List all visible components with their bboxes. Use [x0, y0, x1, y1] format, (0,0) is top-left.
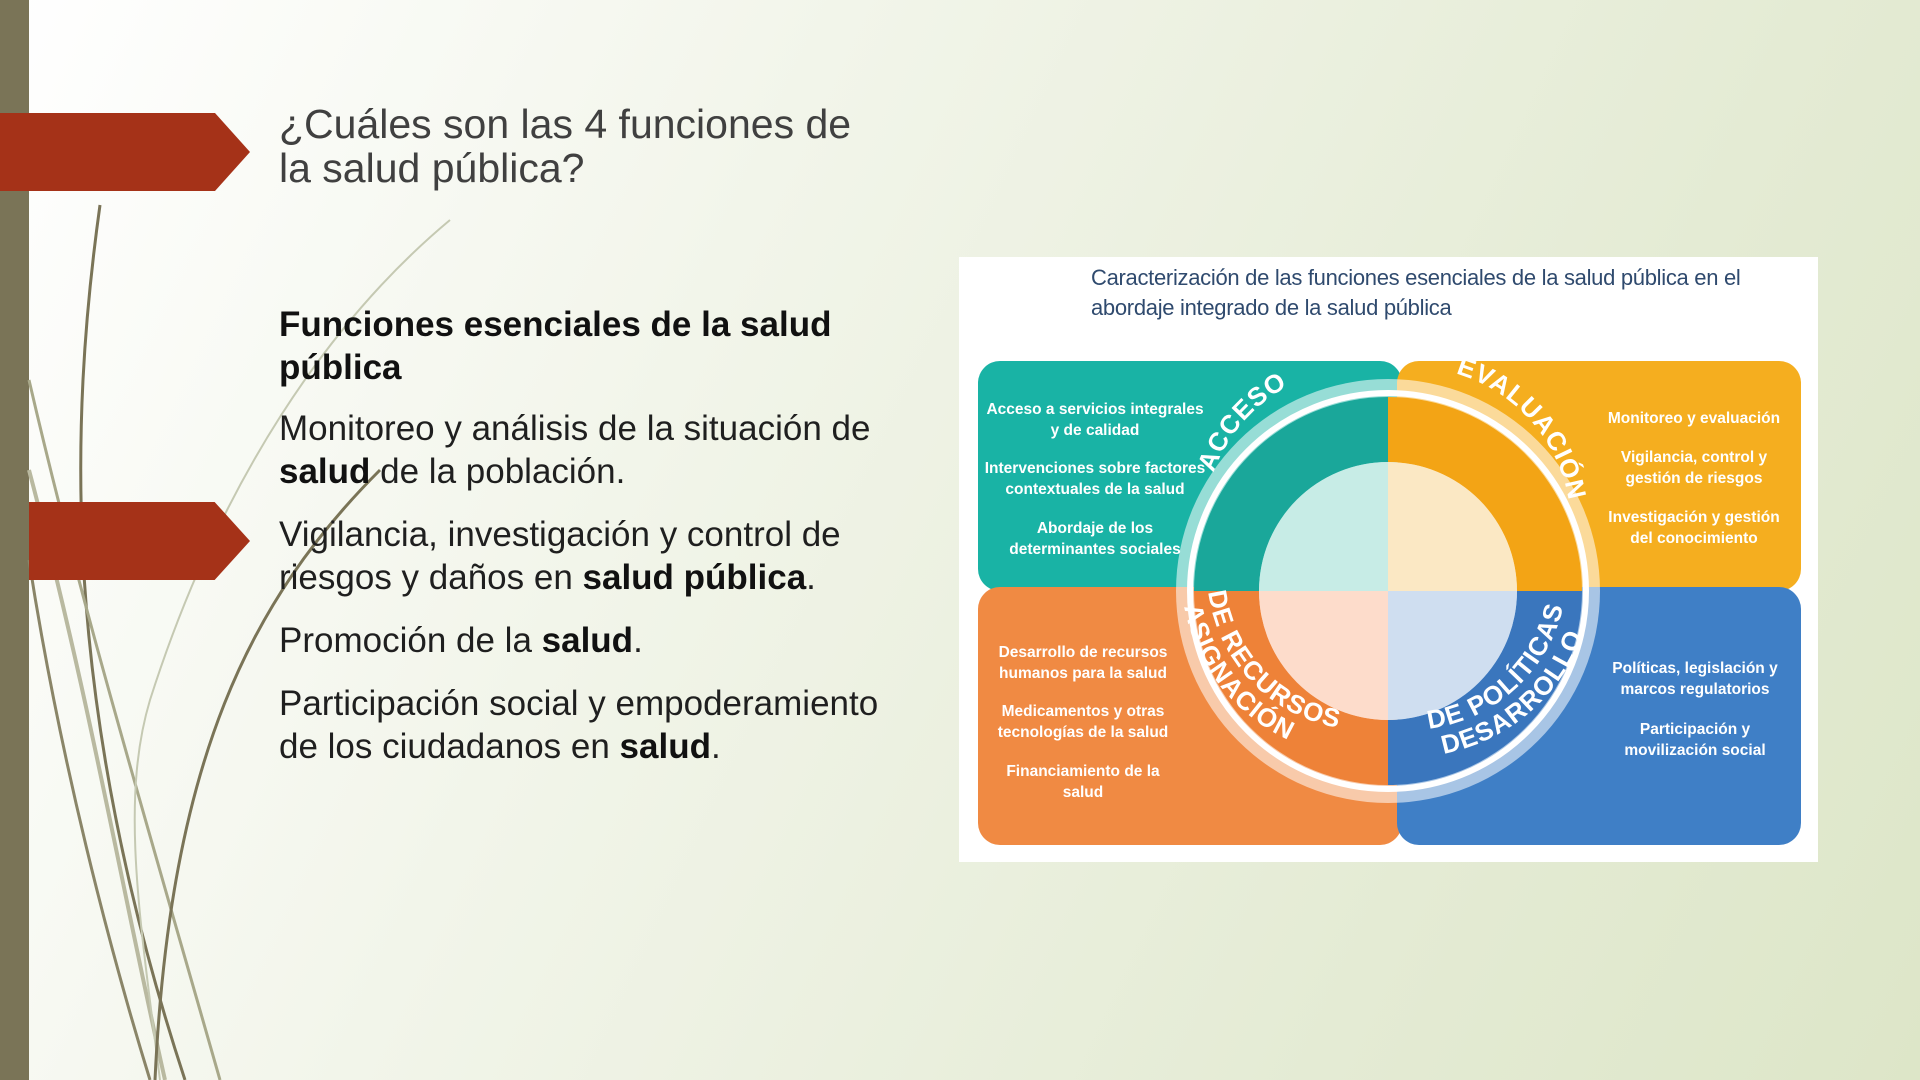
item-text-end: . [710, 727, 721, 766]
item-bold-text: salud [541, 621, 634, 660]
evaluacion-text: Investigación y gestión [1608, 509, 1779, 526]
caption-line-1: Caracterización de las funciones esencia… [1091, 265, 1741, 290]
acceso-text: y de calidad [1051, 422, 1140, 439]
evaluacion-text: gestión de riesgos [1626, 470, 1763, 487]
title-line-1: ¿Cuáles son las 4 funciones de [279, 101, 852, 147]
item-bold-text: salud pública [582, 558, 807, 597]
acceso-ring-segment [1194, 397, 1388, 591]
asignacion-ring-segment [1194, 591, 1388, 785]
desarrollo-text: Participación y [1640, 721, 1751, 738]
item-text-end: . [806, 558, 816, 597]
list-item: Participación social y empoderamiento de… [279, 682, 919, 768]
acceso-text: Intervenciones sobre factores [985, 460, 1206, 477]
evaluacion-ring-segment [1388, 397, 1582, 591]
desarrollo-text: marcos regulatorios [1620, 681, 1769, 698]
desarrollo-ring-segment [1388, 591, 1582, 785]
item-text: Vigilancia, investigación y control de r… [279, 515, 841, 597]
evaluacion-text: Vigilancia, control y [1621, 449, 1768, 466]
asignacion-text: humanos para la salud [999, 665, 1167, 682]
title-arrow-marker [0, 113, 250, 191]
acceso-text: determinantes sociales [1009, 541, 1180, 558]
acceso-text: Acceso a servicios integrales [986, 401, 1203, 418]
subheading: Funciones esenciales de la salud pública [279, 305, 832, 387]
list-item: Monitoreo y análisis de la situación de … [279, 407, 919, 493]
body-arrow-marker [29, 502, 250, 580]
figure-caption: Caracterización de las funciones esencia… [1091, 263, 1791, 323]
item-text: Monitoreo y análisis de la situación de [279, 409, 871, 448]
asignacion-text: tecnologías de la salud [998, 724, 1169, 741]
desarrollo-text: movilización social [1624, 742, 1765, 759]
item-bold-text: salud [619, 727, 711, 766]
functions-diagram-figure: Caracterización de las funciones esencia… [959, 257, 1818, 862]
slide-title: ¿Cuáles son las 4 funciones de la salud … [279, 102, 919, 190]
asignacion-text: Financiamiento de la [1006, 763, 1160, 780]
caption-line-2: abordaje integrado de la salud pública [1091, 295, 1452, 320]
asignacion-text: salud [1063, 784, 1103, 801]
functions-cycle-diagram: ACCESO EVALUACIÓN ASIGNACIÓN DE RECURSOS… [978, 350, 1801, 845]
asignacion-text: Medicamentos y otras [1002, 703, 1165, 720]
evaluacion-text: del conocimiento [1630, 530, 1757, 547]
desarrollo-text: Políticas, legislación y [1612, 660, 1778, 677]
slide-body: Funciones esenciales de la salud pública… [279, 303, 919, 788]
evaluacion-text: Monitoreo y evaluación [1608, 410, 1780, 427]
title-line-2: la salud pública? [279, 145, 585, 191]
acceso-text: contextuales de la salud [1005, 481, 1184, 498]
item-text-end: de la población. [370, 452, 626, 491]
item-text-end: . [633, 621, 643, 660]
list-item: Promoción de la salud. [279, 619, 919, 662]
item-text: Participación social y empoderamiento de… [279, 684, 879, 766]
acceso-text: Abordaje de los [1037, 520, 1153, 537]
item-text: Promoción de la [279, 621, 542, 660]
item-bold-text: salud [279, 452, 371, 491]
asignacion-text: Desarrollo de recursos [999, 644, 1168, 661]
list-item: Vigilancia, investigación y control de r… [279, 513, 919, 599]
